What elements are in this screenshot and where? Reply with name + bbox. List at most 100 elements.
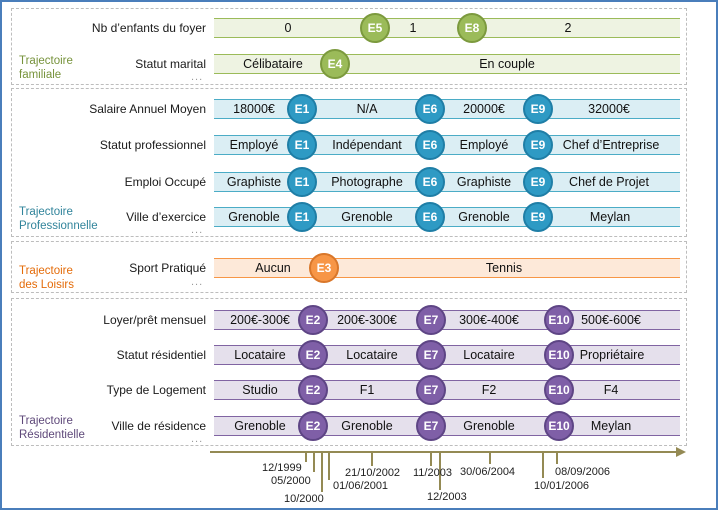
value-ville-res-2: Grenoble	[463, 419, 515, 433]
row-label-loyer: Loyer/prêt mensuel	[103, 313, 206, 327]
event-marker-E2: E2	[298, 375, 328, 405]
value-emploi-3: Chef de Projet	[569, 175, 649, 189]
event-marker-E8: E8	[457, 13, 487, 43]
value-ville-res-0: Grenoble	[234, 419, 286, 433]
row-label-statut-residentiel: Statut résidentiel	[116, 348, 206, 362]
event-marker-E4: E4	[320, 49, 350, 79]
value-logement-1: F1	[359, 383, 375, 397]
bar-ville-exercice	[214, 207, 680, 227]
date-label-01-06-2001: 01/06/2001	[333, 480, 389, 492]
value-enfants-2: 2	[564, 21, 572, 35]
value-emploi-2: Graphiste	[456, 175, 512, 189]
event-marker-E6: E6	[415, 130, 445, 160]
bar-enfants	[214, 18, 680, 38]
value-statut-marital-1: En couple	[479, 57, 535, 71]
value-emploi-1: Photographe	[331, 175, 403, 189]
value-loyer-2: 300€-400€	[459, 313, 519, 327]
date-label-12-2003: 12/2003	[427, 491, 467, 503]
value-ville-exercice-3: Meylan	[589, 210, 631, 224]
event-marker-E1: E1	[287, 167, 317, 197]
timeline-arrowhead	[676, 447, 686, 457]
value-ville-exercice-1: Grenoble	[341, 210, 393, 224]
row-label-sport: Sport Pratiqué	[129, 261, 206, 275]
row-label-logement: Type de Logement	[106, 383, 206, 397]
event-marker-E2: E2	[298, 305, 328, 335]
value-enfants-1: 1	[409, 21, 417, 35]
event-marker-E7: E7	[416, 411, 446, 441]
group-label-residentielle: Trajectoire Résidentielle	[19, 415, 85, 441]
value-statut-res-0: Locataire	[234, 348, 286, 362]
event-marker-E7: E7	[416, 340, 446, 370]
value-loyer-1: 200€-300€	[337, 313, 397, 327]
value-salaire-2: 20000€	[463, 102, 505, 116]
value-loyer-3: 500€-600€	[581, 313, 641, 327]
group-dots-familiale: ...	[191, 71, 204, 83]
event-marker-E1: E1	[287, 94, 317, 124]
event-marker-E9: E9	[523, 130, 553, 160]
event-marker-E6: E6	[415, 167, 445, 197]
group-label-familiale: Trajectoire familiale	[19, 55, 73, 81]
event-marker-E3: E3	[309, 253, 339, 283]
value-enfants-0: 0	[284, 21, 292, 35]
value-statut-pro-0: Employé	[229, 138, 279, 152]
value-statut-res-1: Locataire	[346, 348, 398, 362]
event-marker-E6: E6	[415, 94, 445, 124]
row-label-emploi: Emploi Occupé	[124, 175, 206, 189]
date-label-05-2000: 05/2000	[271, 475, 311, 487]
event-marker-E7: E7	[416, 305, 446, 335]
value-loyer-0: 200€-300€	[230, 313, 290, 327]
group-box-professionnelle	[11, 88, 687, 237]
value-salaire-1: N/A	[356, 102, 378, 116]
event-marker-E5: E5	[360, 13, 390, 43]
value-statut-res-3: Propriétaire	[579, 348, 645, 362]
date-label-12-1999: 12/1999	[262, 462, 302, 474]
value-statut-pro-1: Indépendant	[332, 138, 402, 152]
value-statut-res-2: Locataire	[463, 348, 515, 362]
value-sport-1: Tennis	[485, 261, 523, 275]
event-marker-E10: E10	[544, 340, 574, 370]
row-label-ville-residence: Ville de résidence	[111, 419, 206, 433]
date-label-08-09-2006: 08/09/2006	[555, 466, 611, 478]
value-logement-0: Studio	[242, 383, 278, 397]
row-label-statut-marital: Statut marital	[135, 57, 206, 71]
date-label-11-2003: 11/2003	[413, 467, 452, 479]
value-ville-exercice-0: Grenoble	[228, 210, 280, 224]
date-label-21-10-2002: 21/10/2002	[345, 467, 401, 479]
date-label-30-06-2004: 30/06/2004	[460, 466, 516, 478]
event-marker-E10: E10	[544, 305, 574, 335]
event-marker-E1: E1	[287, 202, 317, 232]
value-logement-2: F2	[481, 383, 497, 397]
group-label-loisirs: Trajectoire des Loisirs	[19, 265, 74, 291]
event-marker-E9: E9	[523, 94, 553, 124]
value-sport-0: Aucun	[255, 261, 291, 275]
event-marker-E2: E2	[298, 411, 328, 441]
value-salaire-0: 18000€	[233, 102, 275, 116]
bar-statut-professionnel	[214, 135, 680, 155]
group-dots-professionnelle: ...	[191, 224, 204, 236]
group-box-loisirs	[11, 241, 687, 293]
value-salaire-3: 32000€	[588, 102, 630, 116]
event-marker-E10: E10	[544, 375, 574, 405]
row-label-salaire: Salaire Annuel Moyen	[89, 102, 206, 116]
value-logement-3: F4	[603, 383, 619, 397]
value-emploi-0: Graphiste	[226, 175, 282, 189]
event-marker-E9: E9	[523, 167, 553, 197]
event-marker-E7: E7	[416, 375, 446, 405]
event-marker-E2: E2	[298, 340, 328, 370]
value-ville-res-3: Meylan	[590, 419, 632, 433]
group-label-professionnelle: Trajectoire Professionnelle	[19, 206, 98, 232]
date-label-10-01-2006: 10/01/2006	[534, 480, 590, 492]
group-box-residentielle	[11, 298, 687, 446]
event-marker-E9: E9	[523, 202, 553, 232]
group-dots-residentielle: ...	[191, 433, 204, 445]
event-marker-E6: E6	[415, 202, 445, 232]
value-statut-pro-3: Chef d’Entreprise	[562, 138, 660, 152]
bar-salaire	[214, 99, 680, 119]
value-statut-marital-0: Célibataire	[243, 57, 303, 71]
group-dots-loisirs: ...	[191, 276, 204, 288]
row-label-enfants: Nb d’enfants du foyer	[91, 21, 206, 35]
value-ville-exercice-2: Grenoble	[458, 210, 510, 224]
value-statut-pro-2: Employé	[459, 138, 509, 152]
